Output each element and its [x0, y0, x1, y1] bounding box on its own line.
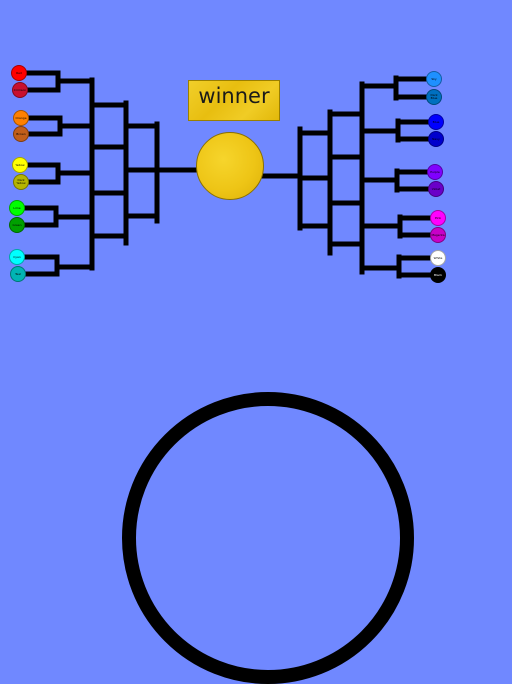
team-name-label: Pink [434, 215, 442, 220]
left-team-4[interactable]: Brown [13, 126, 29, 142]
spinner-ring[interactable] [122, 392, 414, 684]
bracket-lines [22, 70, 433, 279]
team-name-label: Dark Blue [430, 93, 438, 100]
left-team-2[interactable]: Crimson [12, 82, 28, 98]
team-name-label: Blue [432, 119, 440, 124]
team-name-label: Red [16, 70, 22, 75]
team-name-label: Orange [15, 115, 27, 120]
right-team-4[interactable]: Navy [428, 131, 444, 147]
trophy-circle[interactable] [196, 132, 264, 200]
left-team-9[interactable]: Cyan [9, 249, 25, 265]
team-name-label: Green [12, 222, 22, 227]
left-team-6[interactable]: Dark Yellow [13, 174, 29, 190]
team-name-label: Teal [15, 271, 21, 276]
team-name-label: Navy [432, 136, 440, 141]
team-name-label: Black [433, 272, 443, 277]
left-team-10[interactable]: Teal [10, 266, 26, 282]
left-team-7[interactable]: Lime [9, 200, 25, 216]
team-name-label: Cyan [13, 254, 21, 259]
team-name-label: Crimson [13, 87, 27, 92]
team-name-label: Magenta [431, 232, 445, 237]
right-team-1[interactable]: Sky [426, 71, 442, 87]
left-team-1[interactable]: Red [11, 65, 27, 81]
left-team-5[interactable]: Yellow [12, 157, 28, 173]
right-team-3[interactable]: Blue [428, 114, 444, 130]
team-name-label: Lime [13, 205, 21, 210]
team-name-label: White [433, 255, 443, 260]
right-team-10[interactable]: Black [430, 267, 446, 283]
team-name-label: Violet [431, 186, 441, 191]
winner-label: winner [198, 83, 270, 108]
left-team-8[interactable]: Green [9, 217, 25, 233]
team-name-label: Dark Yellow [16, 178, 26, 185]
left-team-3[interactable]: Orange [13, 110, 29, 126]
team-name-label: Yellow [15, 162, 25, 167]
team-name-label: Sky [431, 76, 437, 81]
right-team-9[interactable]: White [430, 250, 446, 266]
winner-box[interactable]: winner [188, 80, 280, 121]
right-team-2[interactable]: Dark Blue [426, 89, 442, 105]
team-name-label: Brown [16, 131, 26, 136]
team-name-label: Purple [430, 169, 440, 174]
right-team-6[interactable]: Violet [428, 181, 444, 197]
right-team-5[interactable]: Purple [427, 164, 443, 180]
right-team-8[interactable]: Magenta [430, 227, 446, 243]
right-team-7[interactable]: Pink [430, 210, 446, 226]
